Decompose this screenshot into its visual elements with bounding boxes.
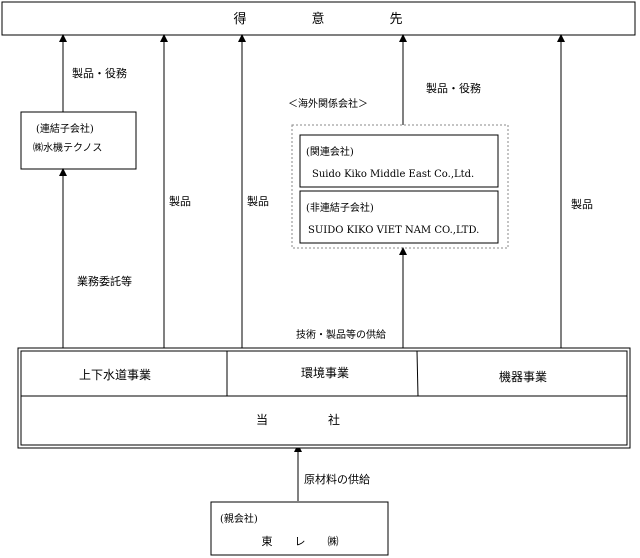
label-products-1: 製品 (169, 194, 191, 208)
parent-category: (親会社) (220, 512, 258, 525)
label-products-2: 製品 (247, 194, 269, 208)
segment-divider-2 (416, 350, 419, 397)
nonconsolidated-category: (非連結子会社) (306, 201, 374, 214)
associate-box (299, 134, 499, 188)
parent-name: 東 レ ㈱ (262, 535, 339, 548)
subsidiary-name: ㈱水機テクノス (33, 141, 102, 154)
subsidiary-category: (連結子会社) (36, 122, 94, 135)
label-raw-material: 原材料の供給 (304, 472, 370, 486)
associate-category: (関連会社) (306, 145, 354, 158)
parent-box (210, 501, 389, 556)
company-outer-frame (17, 347, 631, 449)
customers-box (1, 1, 636, 36)
overseas-group-label: ＜海外関係会社＞ (288, 97, 368, 110)
nonconsolidated-box (299, 190, 499, 244)
segment-water: 上下水道事業 (79, 368, 151, 382)
associate-name: Suido Kiko Middle East Co.,Ltd. (312, 169, 474, 180)
label-products-3: 製品 (571, 197, 593, 211)
nonconsolidated-name: SUIDO KIKO VIET NAM CO.,LTD. (308, 225, 479, 236)
customers-label: 得 意 先 (233, 11, 402, 27)
label-products-services-left: 製品・役務 (72, 66, 127, 80)
label-products-services-right: 製品・役務 (426, 81, 481, 95)
label-tech-supply: 技術・製品等の供給 (296, 328, 386, 341)
company-name: 当 社 (256, 412, 340, 427)
segment-environment: 環境事業 (301, 365, 349, 380)
company-inner-frame (20, 350, 628, 446)
label-outsourcing: 業務委託等 (77, 274, 132, 288)
subsidiary-box (20, 111, 137, 170)
overseas-group-box (291, 124, 509, 249)
segment-equipment: 機器事業 (499, 369, 547, 384)
